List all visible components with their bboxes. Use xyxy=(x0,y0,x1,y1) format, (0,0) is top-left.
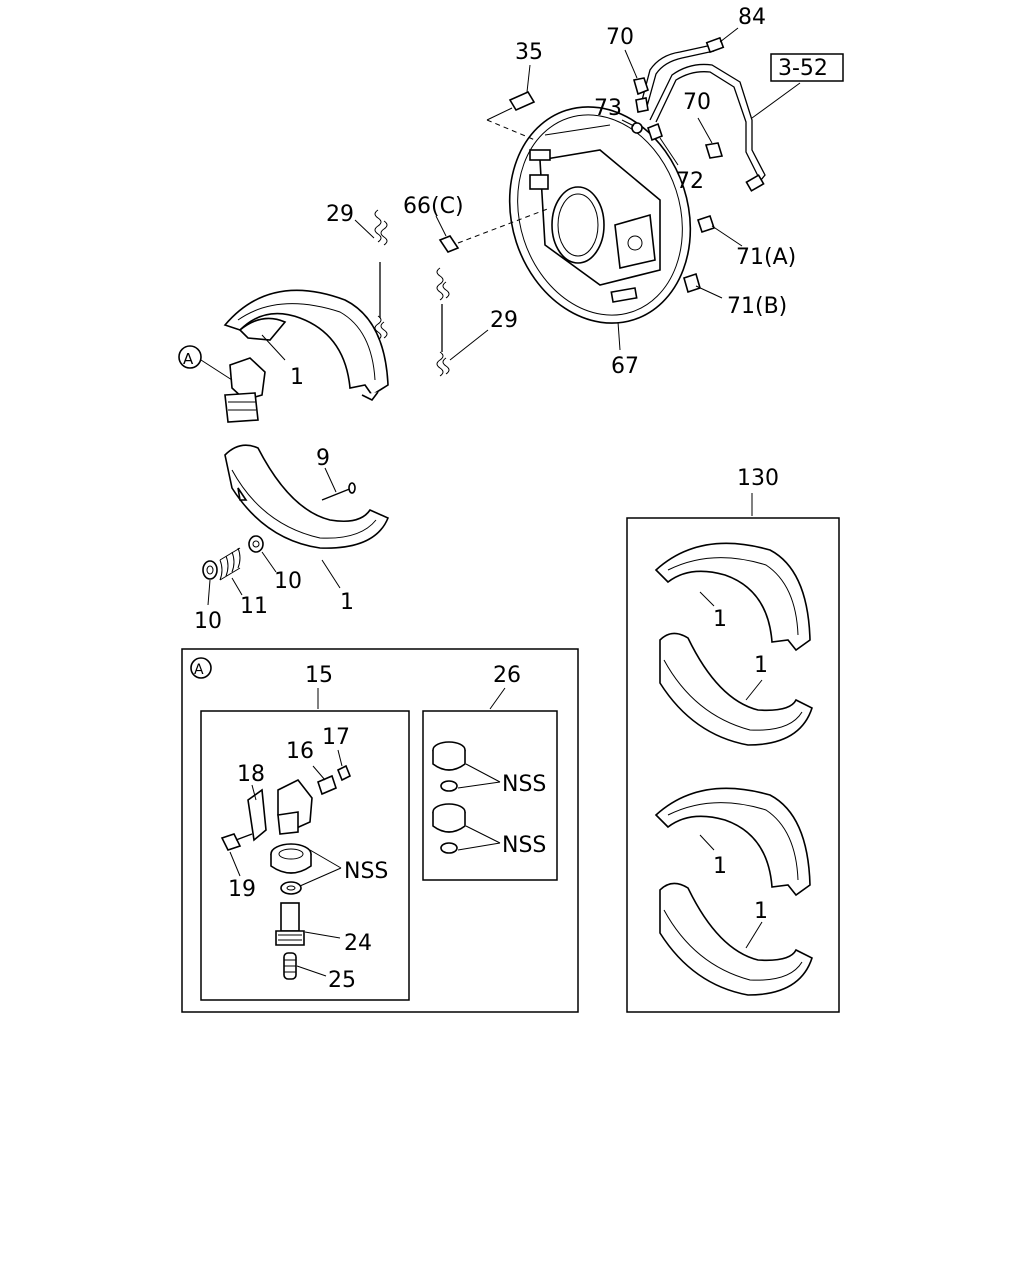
label-26: 26 xyxy=(493,663,521,688)
label-1-kit-d: 1 xyxy=(754,899,768,924)
bolt-35 xyxy=(486,90,536,141)
plate-18 xyxy=(247,788,267,842)
label-70-left: 70 xyxy=(606,25,634,50)
spring-11 xyxy=(219,547,241,581)
label-nss-inset-a: NSS xyxy=(344,859,388,884)
brake-pipe-84 xyxy=(639,36,766,192)
label-24: 24 xyxy=(344,931,372,956)
brake-shoe-lower xyxy=(224,444,390,549)
washer-10-right xyxy=(248,535,264,553)
kit-shoe-3 xyxy=(654,787,811,897)
brake-shoe-upper xyxy=(223,289,389,402)
bleeder-16 xyxy=(317,774,337,796)
reference-box-label: 3-52 xyxy=(778,56,828,81)
inset-a-marker-label: A xyxy=(194,662,204,678)
bolt-19 xyxy=(220,833,253,851)
label-1-kit-c: 1 xyxy=(713,854,727,879)
label-nss-kit-lower: NSS xyxy=(502,833,546,858)
label-16: 16 xyxy=(286,739,314,764)
kit-shoe-1 xyxy=(654,542,811,652)
adjuster-25 xyxy=(283,952,297,980)
piston-24 xyxy=(275,902,305,946)
cylinder-body xyxy=(277,778,313,835)
label-29-lower: 29 xyxy=(490,308,518,333)
shoe-kit-130 xyxy=(626,517,840,1013)
washer-10-left xyxy=(202,560,218,580)
kit-shoe-2 xyxy=(659,632,813,746)
label-25: 25 xyxy=(328,968,356,993)
label-17: 17 xyxy=(322,725,350,750)
bleeder-71b xyxy=(683,272,701,294)
label-35: 35 xyxy=(515,40,543,65)
label-1-lower-shoe: 1 xyxy=(340,590,354,615)
label-nss-kit-upper: NSS xyxy=(502,772,546,797)
label-71a: 71(A) xyxy=(736,245,796,270)
label-9: 9 xyxy=(316,446,330,471)
label-1-upper-shoe: 1 xyxy=(290,365,304,390)
label-10-left: 10 xyxy=(194,609,222,634)
bleeder-71a xyxy=(696,214,716,234)
nut-72 xyxy=(647,122,663,142)
label-18: 18 xyxy=(237,762,265,787)
wheel-cylinder-left xyxy=(224,357,266,423)
label-10-right: 10 xyxy=(274,569,302,594)
label-19: 19 xyxy=(228,877,256,902)
seal-cup xyxy=(270,843,312,874)
label-11: 11 xyxy=(240,594,268,619)
inset-a: A xyxy=(181,648,579,1013)
nut-73 xyxy=(631,122,643,134)
marker-a-top-label: A xyxy=(183,350,194,368)
pin-9 xyxy=(321,482,356,501)
marker-a-top: A xyxy=(178,345,202,369)
label-84: 84 xyxy=(738,5,766,30)
nut-70-right xyxy=(704,142,724,159)
label-130: 130 xyxy=(737,466,779,491)
return-spring-lower xyxy=(436,267,450,377)
seal-ring xyxy=(280,881,302,895)
bolt-66c xyxy=(438,207,551,253)
backing-plate xyxy=(508,106,692,324)
label-70-right: 70 xyxy=(683,90,711,115)
label-71b: 71(B) xyxy=(727,294,787,319)
label-1-kit-a: 1 xyxy=(713,607,727,632)
label-29-upper: 29 xyxy=(326,202,354,227)
label-1-kit-b: 1 xyxy=(754,653,768,678)
seal-kit-26 xyxy=(432,741,466,854)
label-67: 67 xyxy=(611,354,639,379)
label-66c: 66(C) xyxy=(403,194,464,219)
label-73: 73 xyxy=(594,96,622,121)
nut-70-left xyxy=(632,77,649,113)
label-15: 15 xyxy=(305,663,333,688)
label-72: 72 xyxy=(676,169,704,194)
kit-shoe-4 xyxy=(659,882,813,996)
return-spring-upper xyxy=(374,209,388,341)
cap-17 xyxy=(336,764,352,782)
reference-box: 3-52 xyxy=(770,53,844,82)
